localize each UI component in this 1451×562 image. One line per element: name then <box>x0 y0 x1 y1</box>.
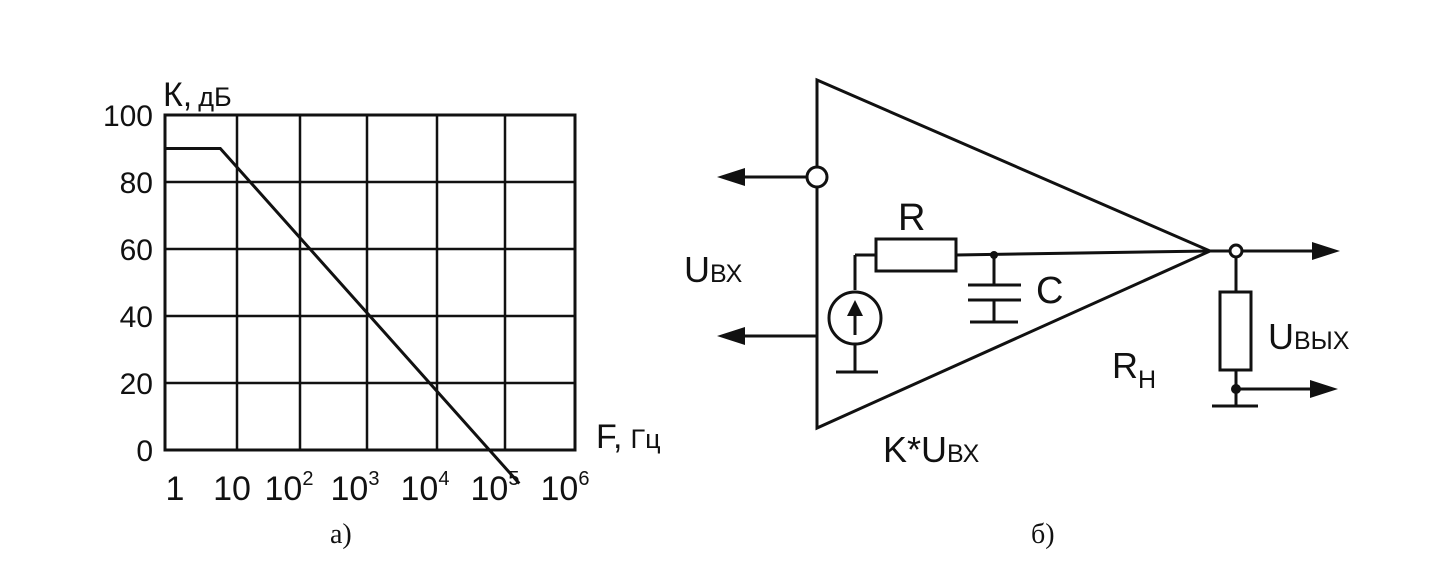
resistor-r <box>874 237 958 273</box>
source-label-subscript: ВХ <box>947 440 980 468</box>
load-resistor-label: RН <box>1112 345 1156 394</box>
x-tick-label: 106 <box>541 468 590 508</box>
return-arrow-icon <box>1310 380 1338 398</box>
y-axis-unit: дБ <box>198 82 231 112</box>
input-voltage-subscript: ВХ <box>710 260 743 288</box>
amplifier-circuit-diagram: UВХ R C RН UВЫХ K*UВХ б) <box>684 77 1350 550</box>
x-axis-label: F,Гц <box>596 418 661 456</box>
y-tick-label: 0 <box>136 435 153 468</box>
y-axis-label: К,дБ <box>163 76 232 114</box>
output-arrow-icon <box>1312 242 1340 260</box>
inverting-input-circle <box>805 165 829 189</box>
capacitor-label: C <box>1036 270 1063 312</box>
output-node-dot <box>1228 243 1244 259</box>
x-axis-ticks: 1 10 102 103 104 105 106 <box>166 468 590 508</box>
y-tick-label: 40 <box>120 301 153 334</box>
x-tick-label: 104 <box>401 468 450 508</box>
y-tick-label: 100 <box>103 100 153 133</box>
output-voltage-label: UВЫХ <box>1268 316 1350 357</box>
frequency-response-chart: 100 80 60 40 20 0 1 10 102 103 104 105 106 К,дБ F,Г… <box>103 76 661 550</box>
output-voltage-subscript: ВЫХ <box>1294 327 1350 355</box>
x-tick-label: 102 <box>265 468 314 508</box>
chart-frame <box>163 113 577 452</box>
x-tick-label: 1 <box>166 470 185 508</box>
resistor-label: R <box>898 197 925 239</box>
gain-response-line <box>165 147 521 485</box>
source-label: K*UВХ <box>883 429 980 470</box>
chart-caption: а) <box>330 519 352 550</box>
diagram-caption: б) <box>1031 519 1055 550</box>
y-tick-label: 80 <box>120 167 153 200</box>
y-tick-label: 60 <box>120 234 153 267</box>
x-tick-label: 10 <box>213 470 251 508</box>
y-axis-ticks: 100 80 60 40 20 0 <box>103 100 153 468</box>
resistor-to-output-wire <box>955 249 1211 257</box>
x-tick-label: 103 <box>331 468 380 508</box>
inverting-input-arrow-icon <box>717 168 745 186</box>
amplifier-triangle <box>815 77 1214 431</box>
source-arrow-icon <box>847 300 863 316</box>
chart-grid <box>165 115 575 452</box>
x-tick-label: 105 <box>471 468 520 508</box>
y-tick-label: 20 <box>120 368 153 401</box>
load-resistor-subscript: Н <box>1138 366 1156 394</box>
load-resistor <box>1218 290 1253 372</box>
input-voltage-label: UВХ <box>684 249 743 290</box>
x-axis-unit: Гц <box>630 424 660 454</box>
noninverting-input-arrow-icon <box>717 327 745 345</box>
